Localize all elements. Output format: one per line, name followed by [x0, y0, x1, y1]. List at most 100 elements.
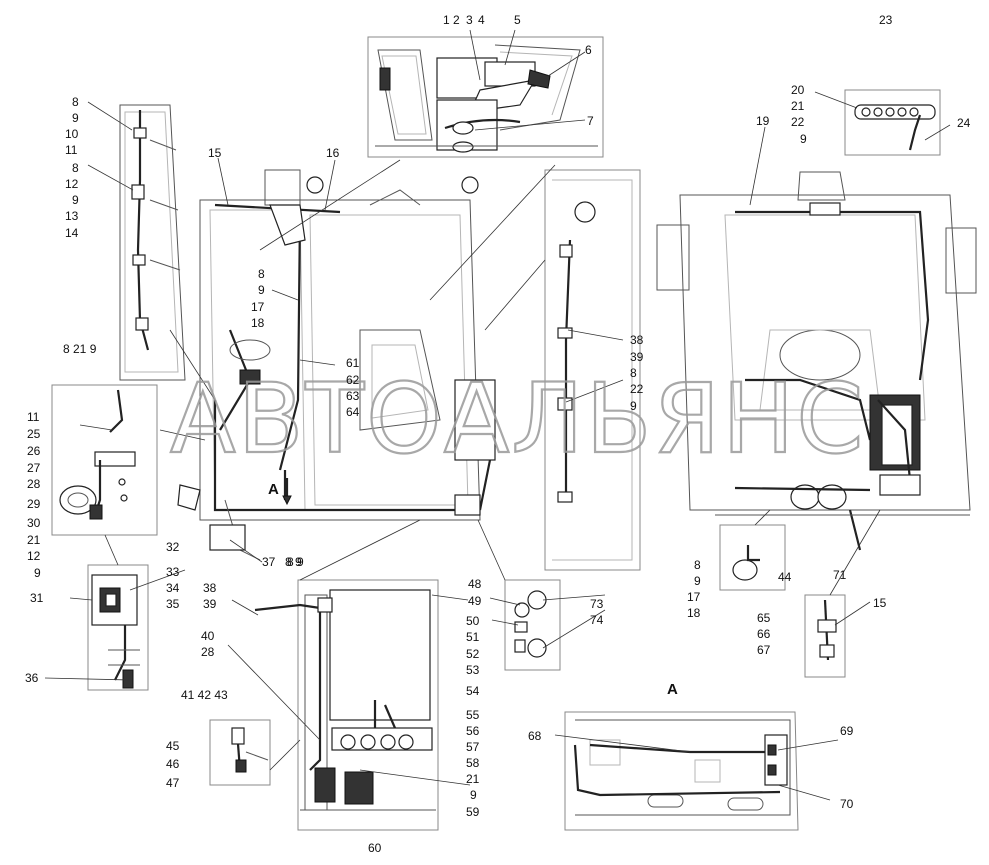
view-a-title: A [667, 681, 678, 698]
callout-label: 8 [72, 161, 79, 175]
callout-label: 62 [346, 373, 360, 387]
callout-label: 15 [208, 146, 222, 160]
callout-label: 53 [466, 663, 480, 677]
callout-label: 30 [27, 516, 41, 530]
callout-label: 11 [65, 143, 78, 157]
view-a-detail [564, 711, 799, 831]
callout-label: 32 [166, 540, 180, 554]
callout-label: 8 [258, 267, 265, 281]
callout-label: 34 [166, 581, 180, 595]
callout-label: 22 [630, 382, 644, 396]
callout-label: 25 [27, 427, 41, 441]
callout-label: 3 [466, 13, 473, 27]
callout-label: 9 [72, 111, 79, 125]
callout-label: 54 [466, 684, 480, 698]
callout-label: 55 [466, 708, 480, 722]
callout-label: 59 [466, 805, 480, 819]
callout-label: 46 [166, 757, 180, 771]
switch-detail-inset [209, 719, 271, 786]
connector-lines [104, 159, 881, 771]
callout-label: 8 9 [287, 555, 304, 569]
callout-label: 23 [879, 13, 893, 27]
callout-label: 38 [203, 581, 217, 595]
callout-label: 9 [694, 574, 701, 588]
callout-label: 12 [27, 549, 41, 563]
left-frame-strip [119, 104, 186, 381]
callout-label: 27 [27, 461, 41, 475]
callout-label: 41 42 43 [181, 688, 228, 702]
callout-label: 66 [757, 627, 771, 641]
callout-label: 73 [590, 597, 604, 611]
rear-lower-details [719, 524, 846, 678]
callout-label: 51 [466, 630, 480, 644]
callout-label: 39 [203, 597, 217, 611]
callout-label: 9 [258, 283, 265, 297]
callout-label: 11 [27, 410, 40, 424]
callout-label: 21 [466, 772, 480, 786]
callout-label: 8 [72, 95, 79, 109]
callout-label: 18 [687, 606, 701, 620]
callout-label: 65 [757, 611, 771, 625]
callout-label: 15 [873, 596, 887, 610]
main-cab-view [177, 169, 496, 561]
callout-label: 40 [201, 629, 215, 643]
callout-label: 67 [757, 643, 771, 657]
connector-bar-inset [844, 89, 941, 156]
callout-label: 63 [346, 389, 360, 403]
rear-cab-view [656, 171, 977, 551]
callout-label: 39 [630, 350, 644, 364]
callout-label: 1 [443, 13, 450, 27]
watermark: АВТОАЛЬЯНС [170, 363, 865, 475]
callout-label: 44 [778, 570, 792, 584]
top-inset-detail [367, 36, 604, 158]
callout-label: 21 [27, 533, 41, 547]
callout-label: 10 [65, 127, 79, 141]
callout-label: 47 [166, 776, 180, 790]
callout-label: 22 [791, 115, 805, 129]
view-arrow-head [282, 495, 292, 506]
callout-label: 18 [251, 316, 265, 330]
callout-label: 16 [326, 146, 340, 160]
callout-label: 9 [470, 788, 477, 802]
callout-label: 49 [468, 594, 482, 608]
callout-label: 8 [694, 558, 701, 572]
callout-label: 61 [346, 356, 360, 370]
callout-label: 19 [756, 114, 770, 128]
callout-label: 48 [468, 577, 482, 591]
callout-label: 52 [466, 647, 480, 661]
callout-label: 60 [368, 841, 382, 855]
callout-label: 37 [262, 555, 276, 569]
callout-label: 29 [27, 497, 41, 511]
callout-label: 12 [65, 177, 79, 191]
callout-label: 9 [800, 132, 807, 146]
callout-label: 36 [25, 671, 39, 685]
callout-label: 57 [466, 740, 480, 754]
callout-label: 28 [201, 645, 215, 659]
callout-label: 8 21 9 [63, 342, 97, 356]
leader-lines [44, 29, 951, 801]
socket-panel [504, 579, 561, 671]
callout-label: 9 [34, 566, 41, 580]
battery-box-detail [254, 579, 439, 831]
callout-label: 50 [466, 614, 480, 628]
callout-label: 17 [687, 590, 701, 604]
view-arrow-label: A [268, 481, 279, 498]
callout-label: 14 [65, 226, 79, 240]
callout-label: 64 [346, 405, 360, 419]
callout-label: 38 [630, 333, 644, 347]
right-vertical-strip [544, 169, 641, 571]
callout-label: 26 [27, 444, 41, 458]
callout-label: 45 [166, 739, 180, 753]
callout-label: 17 [251, 300, 265, 314]
callout-label: 33 [166, 565, 180, 579]
callout-label: 21 [791, 99, 805, 113]
callout-label: 71 [833, 568, 847, 582]
callout-label: 8 [630, 366, 637, 380]
callout-label: 70 [840, 797, 854, 811]
callout-label: 35 [166, 597, 180, 611]
callout-label: 56 [466, 724, 480, 738]
callout-label: 13 [65, 209, 79, 223]
callout-label: 20 [791, 83, 805, 97]
callout-label: 4 [478, 13, 485, 27]
